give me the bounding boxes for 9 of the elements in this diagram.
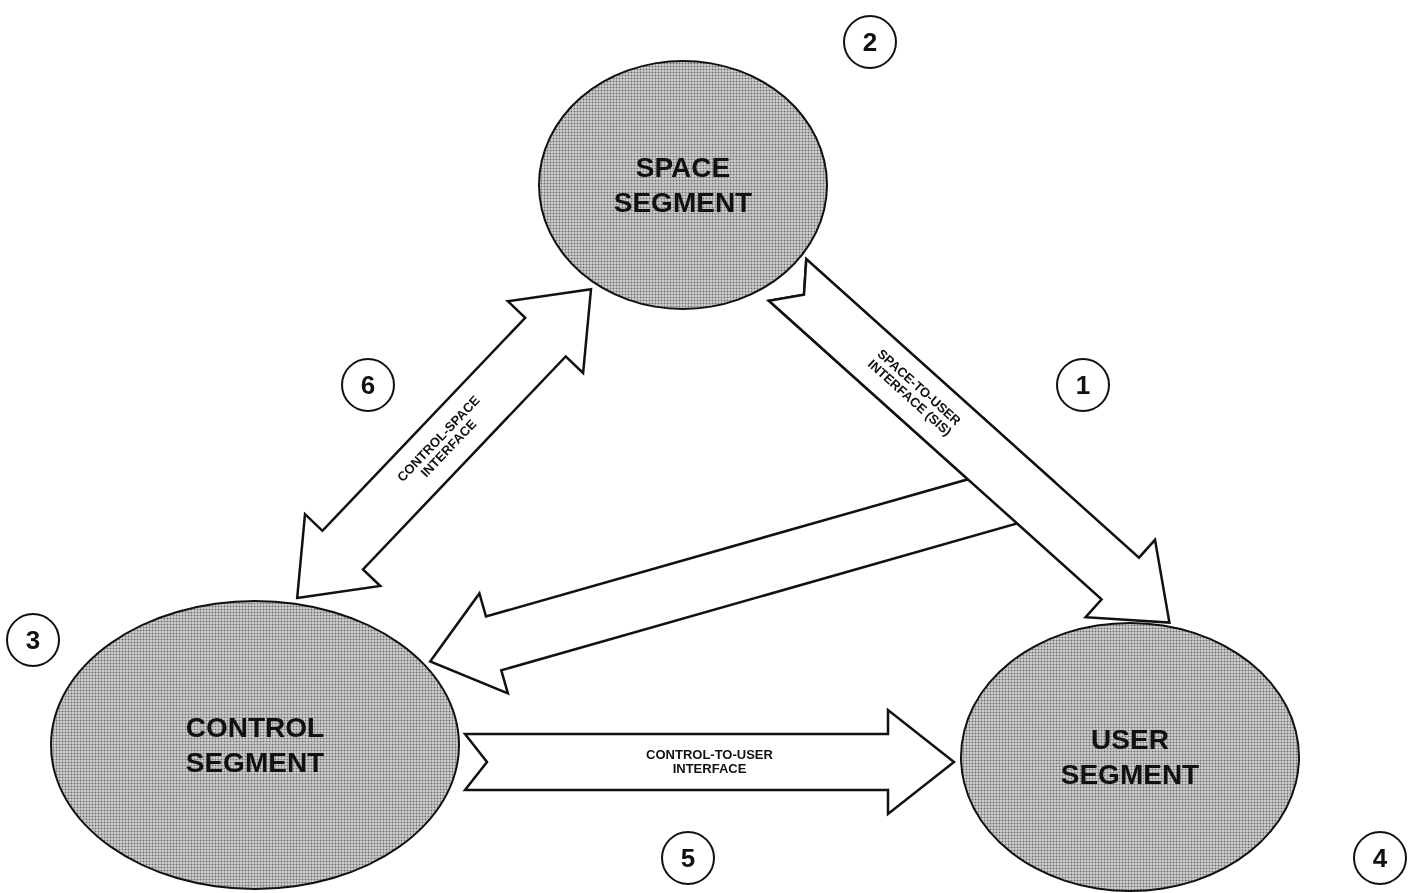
segment-label: SPACE SEGMENT <box>612 151 754 220</box>
callout-number: 6 <box>341 358 395 412</box>
callout-number: 5 <box>661 831 715 885</box>
callout-number: 3 <box>6 613 60 667</box>
segment-label: USER SEGMENT <box>1059 723 1201 792</box>
callout-number: 1 <box>1056 358 1110 412</box>
callout-number: 2 <box>843 15 897 69</box>
segment-label: CONTROL SEGMENT <box>184 711 326 780</box>
callout-number: 4 <box>1353 831 1407 885</box>
